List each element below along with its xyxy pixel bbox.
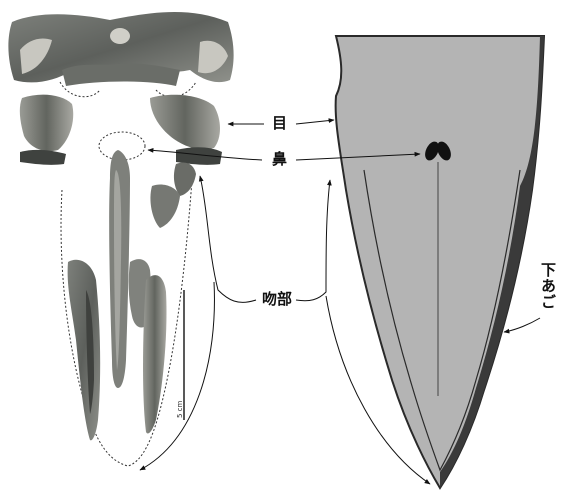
cranium-center-spot xyxy=(110,28,130,44)
scale-label: 5 cm xyxy=(176,401,184,418)
right-cheek-bone xyxy=(150,95,220,150)
right-maxilla-fragment xyxy=(174,162,196,196)
right-maxilla-lower xyxy=(143,275,167,433)
lower-jaw-label: 下あご xyxy=(540,262,555,310)
small-bone-fragment xyxy=(150,184,180,228)
snout-label: 吻部 xyxy=(262,292,292,307)
snout-arrow-right xyxy=(296,180,330,301)
snout-arrow-left xyxy=(200,176,256,302)
reconstruction-head xyxy=(336,36,544,488)
fossil-skull xyxy=(8,12,233,466)
eye-arrow-right xyxy=(296,120,334,124)
left-cheek-bone xyxy=(20,95,73,152)
lower-jaw-arrow xyxy=(504,318,540,332)
cranium-lower-ridge xyxy=(62,63,180,86)
left-jugal xyxy=(20,150,66,165)
nose-label: 鼻 xyxy=(272,152,287,167)
eye-label: 目 xyxy=(272,116,287,131)
